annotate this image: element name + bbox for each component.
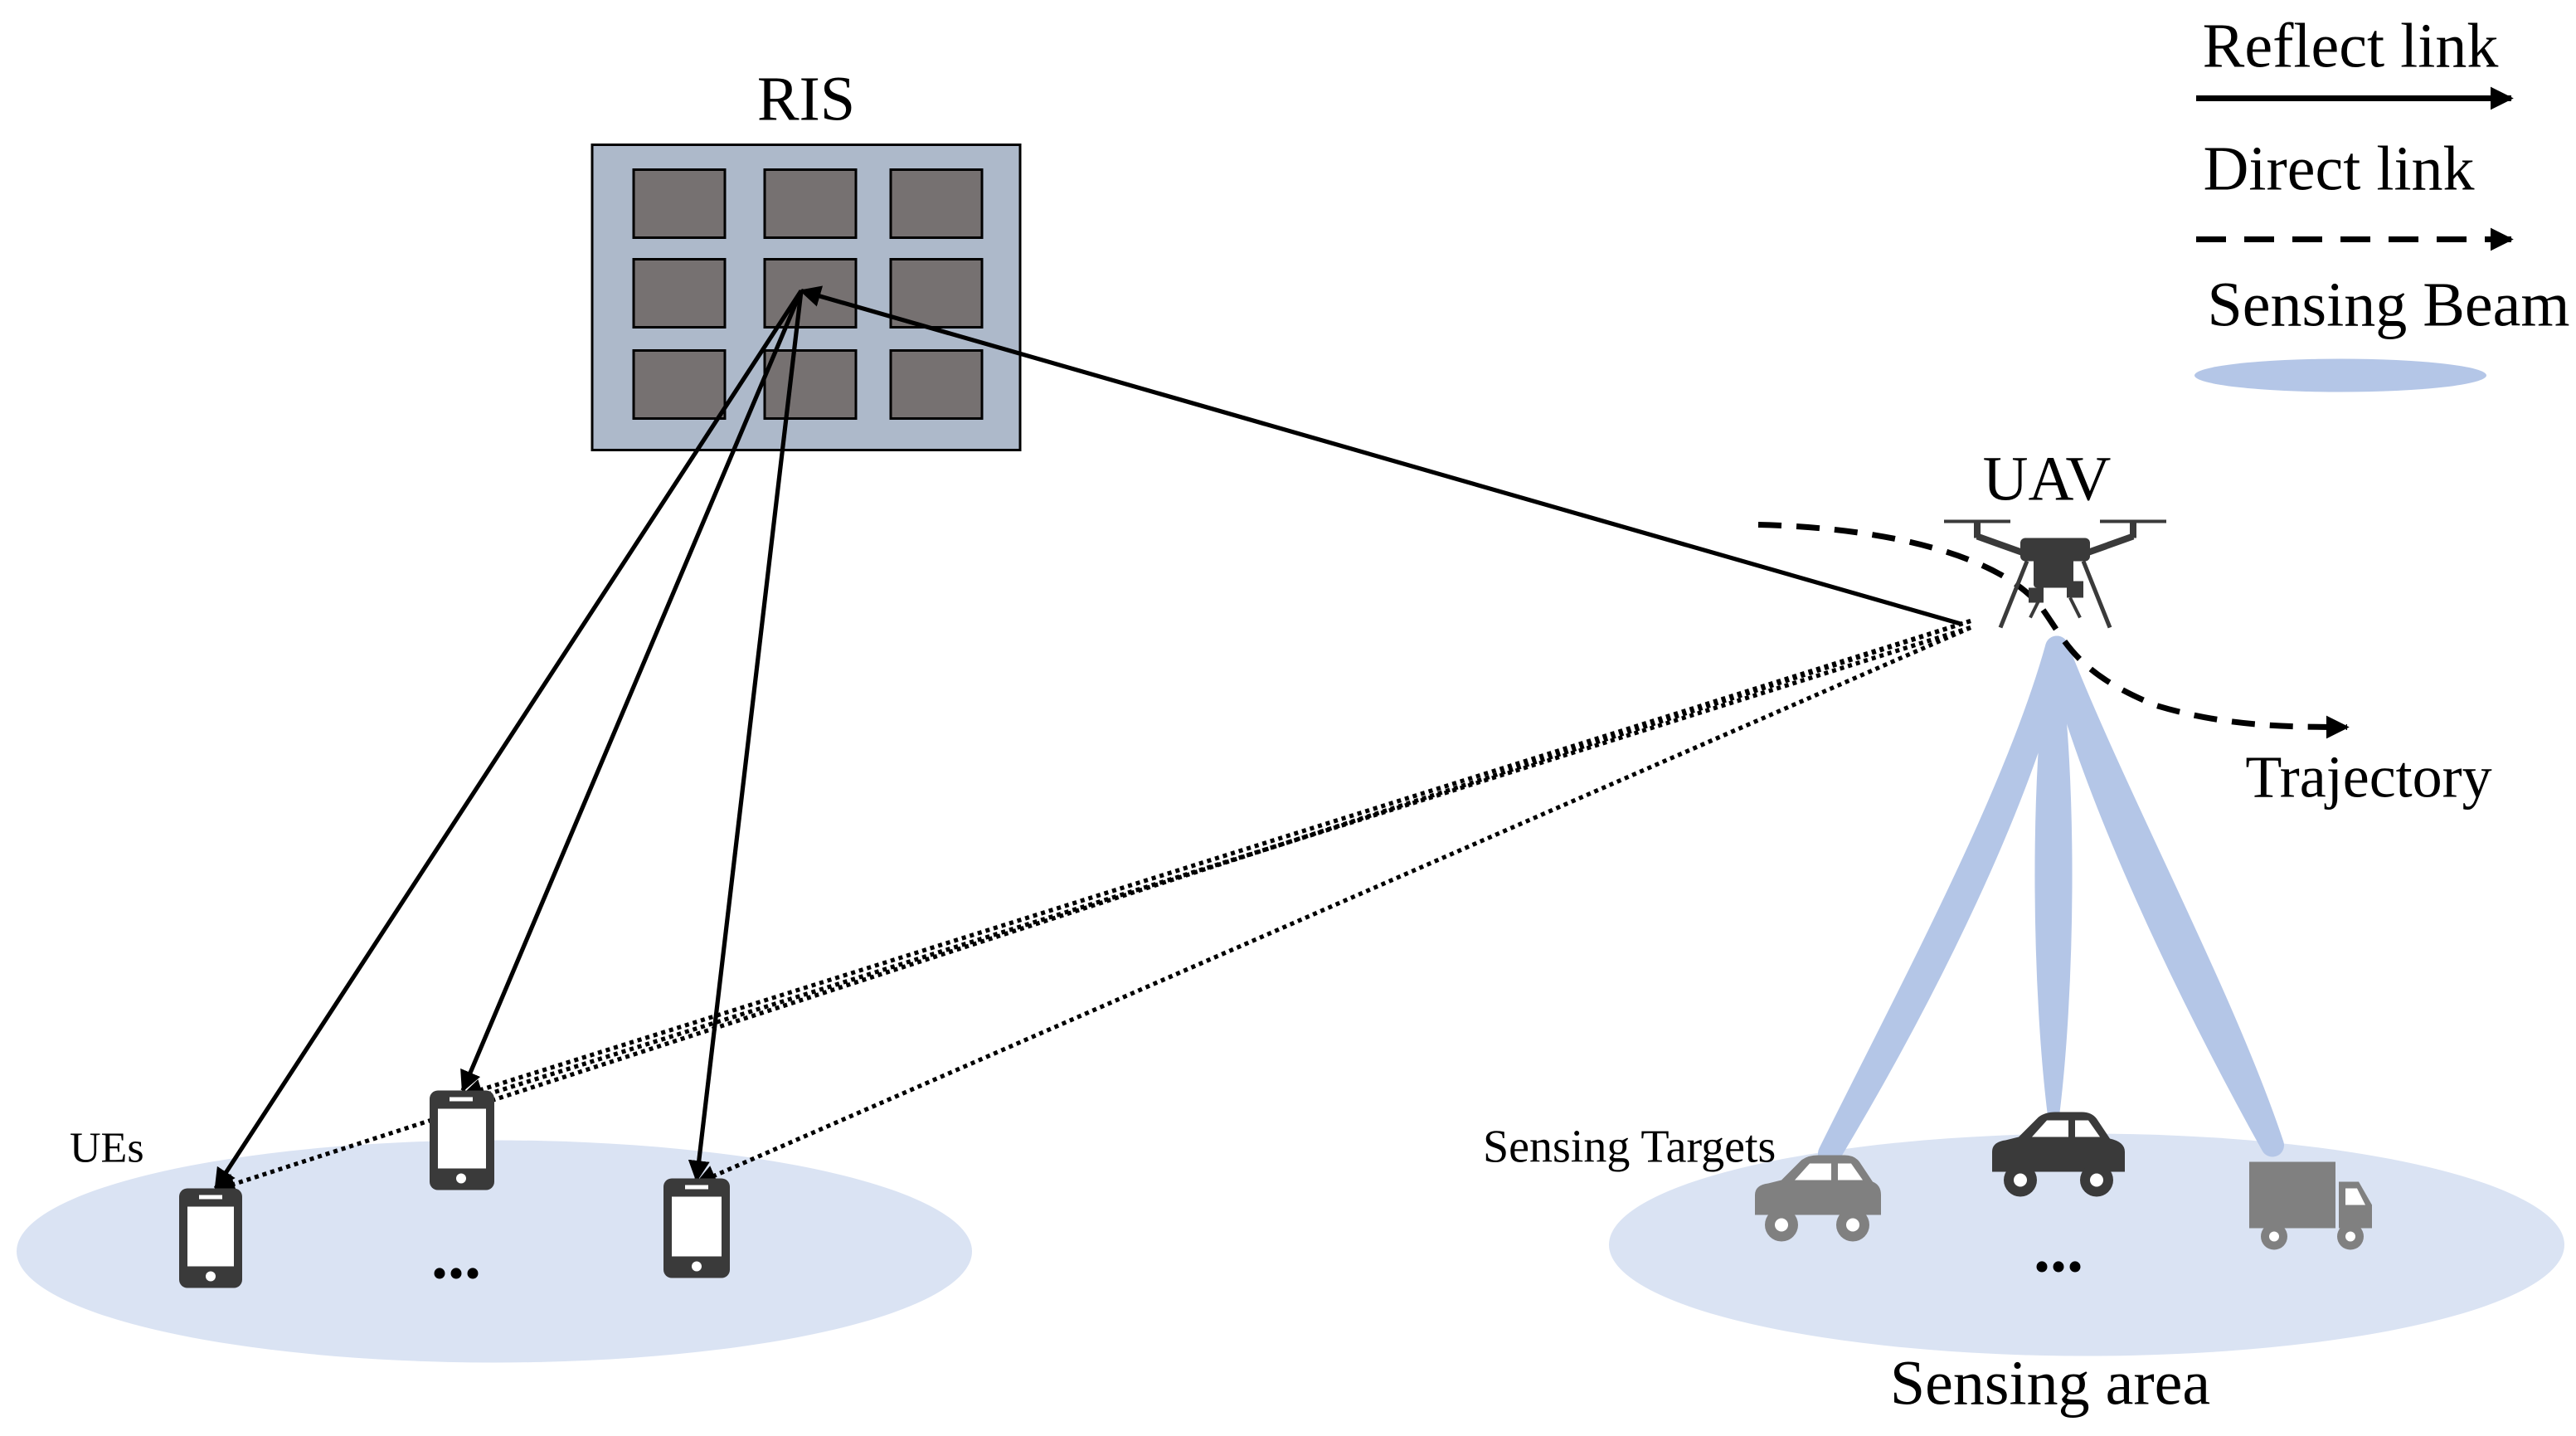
ris-label: RIS	[757, 65, 855, 134]
ue-area	[17, 1140, 972, 1363]
direct-link-uav-ue1	[213, 619, 1971, 1195]
direct-link-uav-ue3	[694, 626, 1972, 1186]
phone-icon	[430, 1090, 494, 1190]
ris-element	[632, 168, 727, 239]
target-ellipsis: ...	[2034, 1214, 2083, 1287]
ris-panel	[591, 144, 1022, 451]
phone-icon	[663, 1178, 730, 1278]
reflect-links	[213, 285, 1963, 1190]
reflect-link-ris-ue2	[460, 290, 804, 1093]
direct-link-uav-ue2b	[462, 626, 1971, 1104]
reflect-link-uav-ris	[799, 285, 1963, 626]
legend-sensing-beam-swatch	[2194, 358, 2486, 392]
sensing-beams	[1818, 635, 2284, 1166]
ris-element	[763, 349, 858, 420]
direct-link-uav-ue2a	[460, 619, 1971, 1100]
ue-ellipsis: ...	[431, 1220, 481, 1293]
trajectory-label: Trajectory	[2245, 744, 2491, 810]
ris-element	[632, 258, 727, 329]
sensing-targets	[1755, 1112, 2372, 1250]
legend-direct-link-label: Direct link	[2203, 134, 2474, 204]
ue-devices	[179, 1090, 730, 1288]
sensing-beam-right	[2045, 635, 2284, 1157]
legend-reflect-link-label: Reflect link	[2203, 12, 2499, 81]
uav-label: UAV	[1983, 445, 2112, 514]
uav-icon	[1944, 519, 2166, 629]
truck-icon	[2249, 1161, 2372, 1250]
legend: Reflect link Direct link Sensing Beam	[2194, 12, 2569, 392]
sensing-area-label: Sensing area	[1890, 1349, 2210, 1419]
ues-label: UEs	[70, 1125, 144, 1172]
car-icon	[1992, 1112, 2125, 1197]
ris-elements	[632, 168, 984, 420]
ris-element	[632, 349, 727, 420]
legend-sensing-beam-label: Sensing Beam	[2208, 270, 2570, 340]
trajectory-path	[1757, 522, 2350, 739]
car-icon	[1755, 1155, 1881, 1242]
ris-element	[889, 258, 984, 329]
direct-links	[213, 619, 1972, 1195]
phone-icon	[179, 1188, 242, 1288]
sensing-targets-label: Sensing Targets	[1483, 1122, 1776, 1173]
ris-element	[889, 349, 984, 420]
sensing-beam-middle	[2034, 642, 2073, 1127]
reflect-link-ris-ue1	[213, 290, 804, 1190]
reflect-link-ris-ue3	[688, 290, 804, 1183]
sensing-beam-left	[1818, 635, 2068, 1166]
ris-element	[889, 168, 984, 239]
ris-element	[763, 168, 858, 239]
